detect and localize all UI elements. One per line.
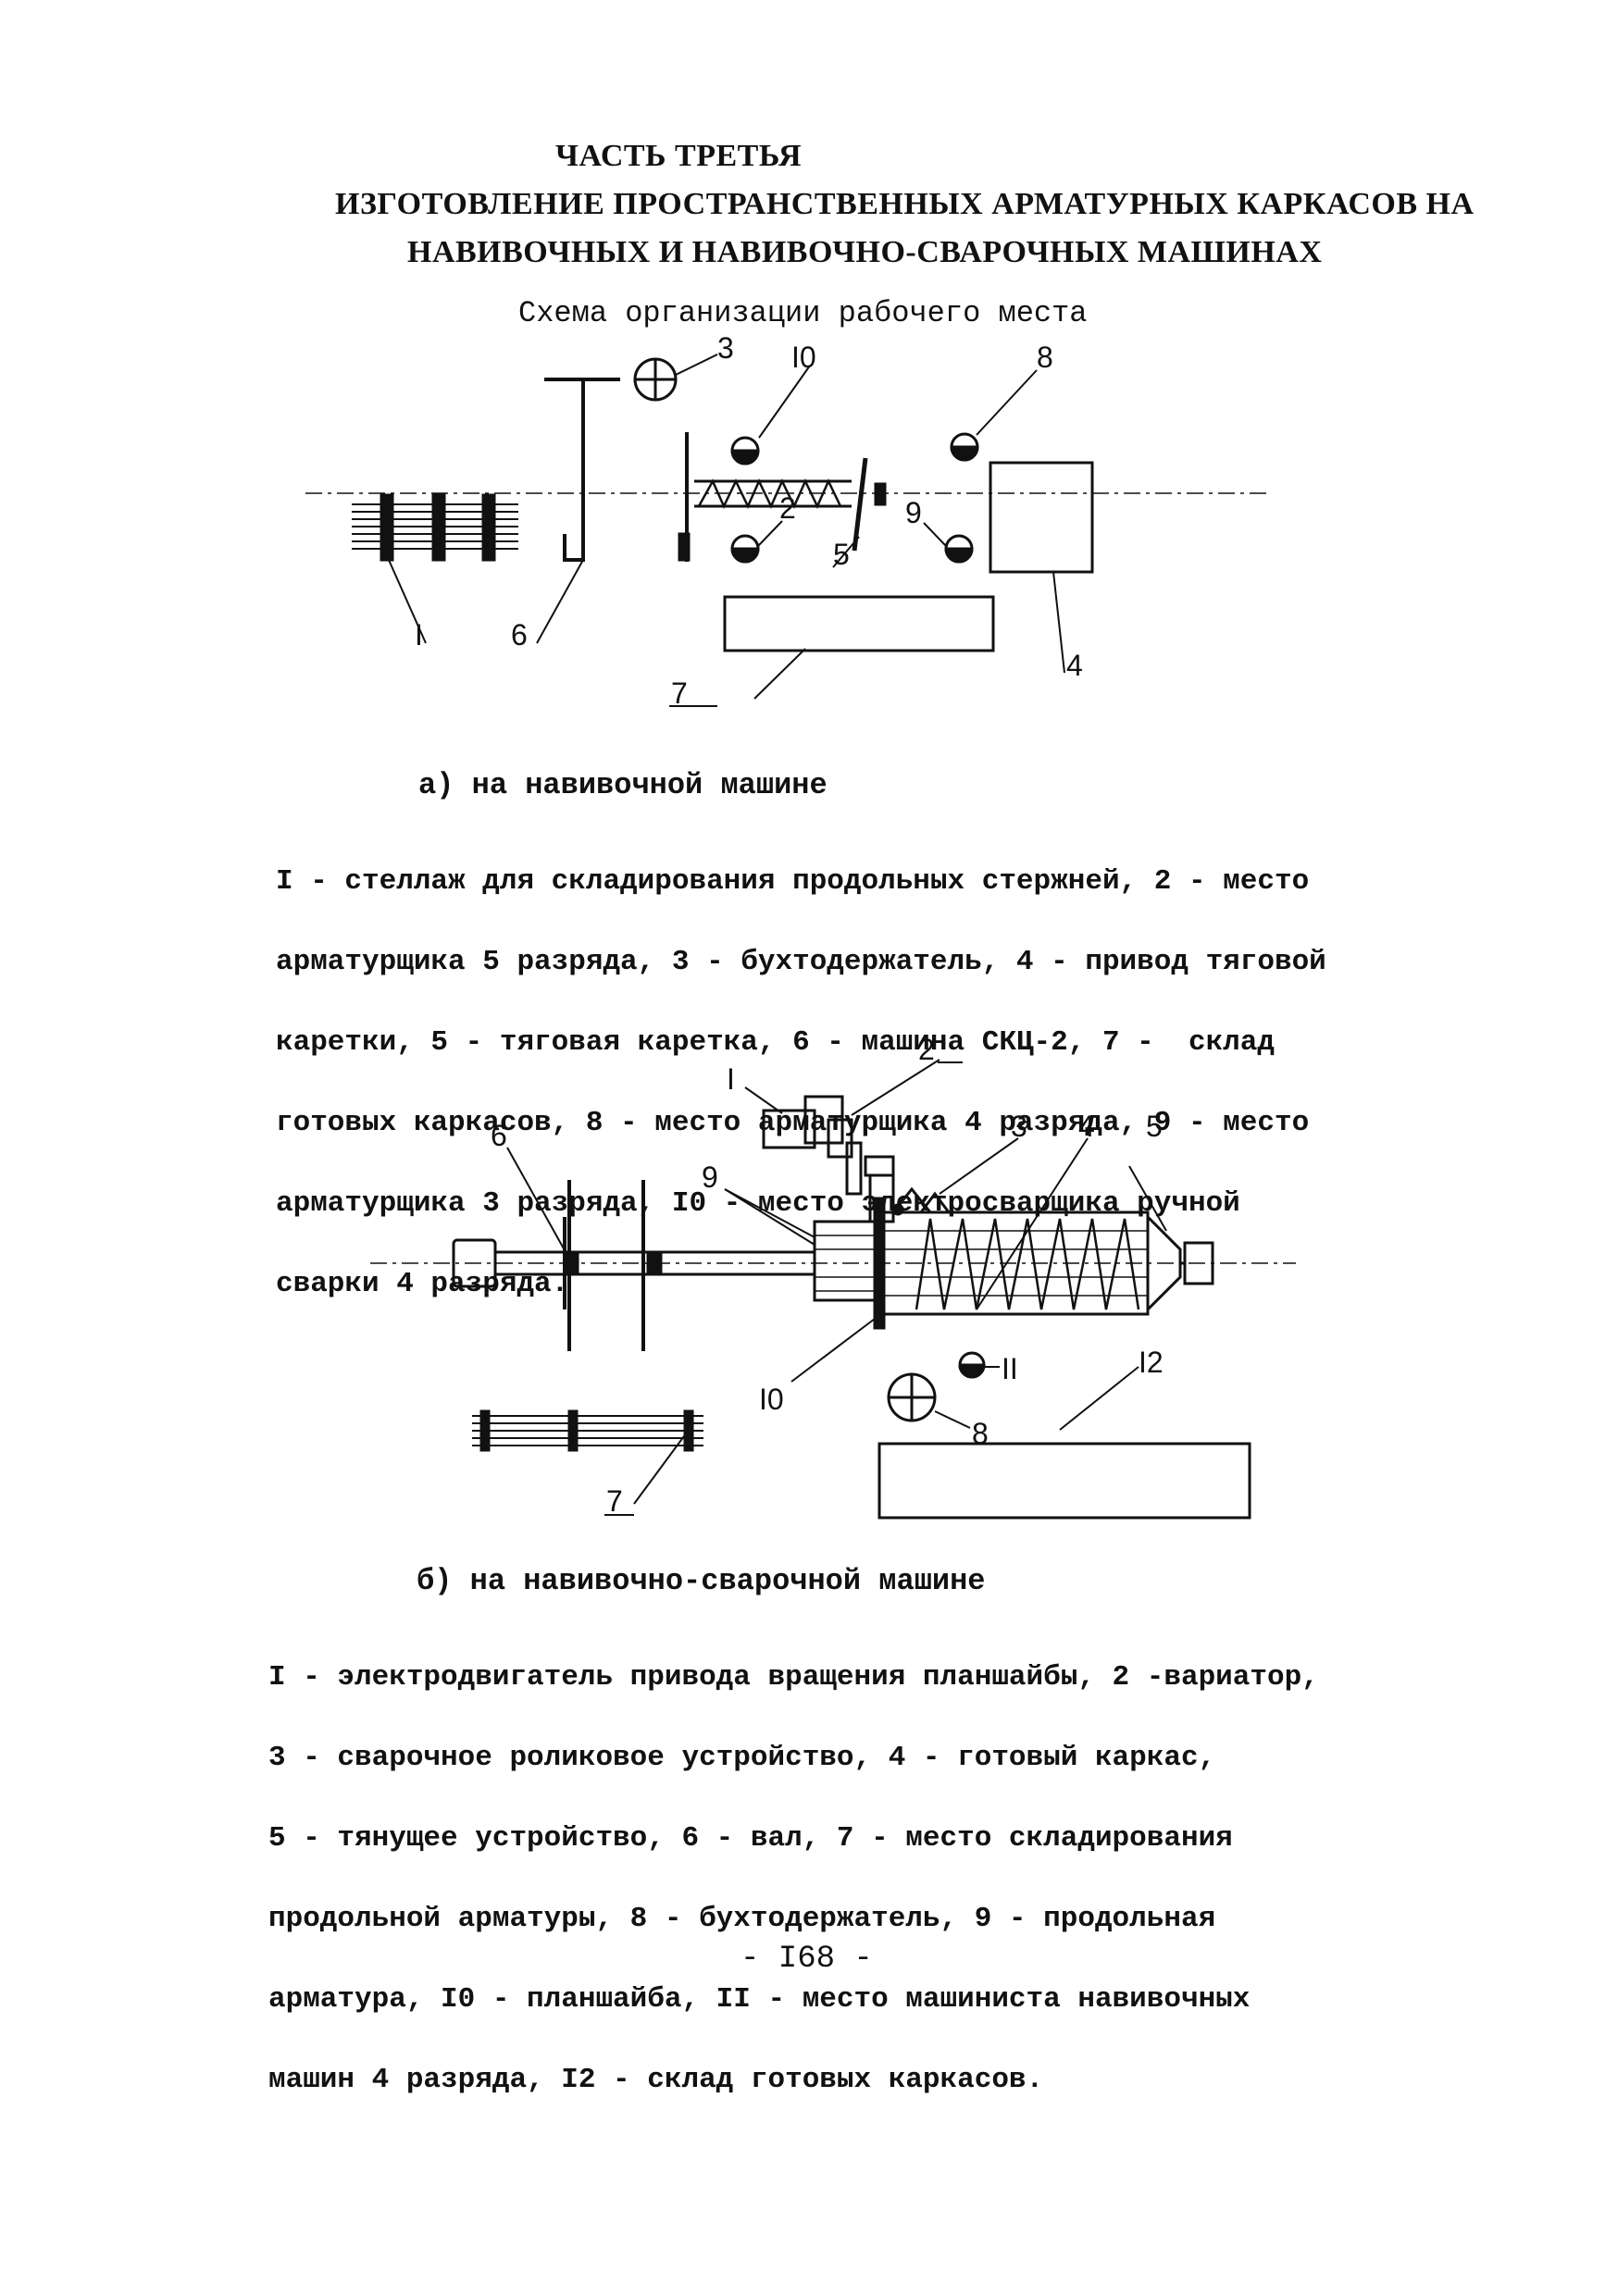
- figure-b-cage-storage: [877, 1442, 1251, 1520]
- figure-b-label-7: 9: [702, 1160, 718, 1194]
- figure-b-coil-holder: [887, 1372, 937, 1422]
- figure-b-worker-11: [958, 1351, 986, 1379]
- figure-b-label-2: 2: [918, 1033, 935, 1066]
- figure-b-shaft: [452, 1180, 815, 1351]
- figure-a-worker-2: [730, 534, 760, 564]
- figure-a-label-9: 7: [671, 676, 688, 710]
- figure-a-label-8: 6: [511, 618, 528, 652]
- figure-b-legend: I - электродвигатель привода вращения пл…: [268, 1610, 1319, 2120]
- figure-b-label-9: II: [1002, 1352, 1018, 1385]
- figure-a-worker-9: [944, 534, 974, 564]
- figure-b-legend-line: 5 - тянущее устройство, 6 - вал, 7 - мес…: [268, 1822, 1233, 1855]
- figure-a-legend-line: арматурщика 5 разряда, 3 - бухтодержател…: [276, 946, 1326, 978]
- scheme-title: Схема организации рабочего места: [518, 296, 1088, 330]
- figure-a-legend-line: I - стеллаж для складирования продольных…: [276, 865, 1310, 898]
- figure-a-storage-placeholder: [420, 597, 684, 651]
- figure-b-label-11: I2: [1139, 1346, 1164, 1379]
- figure-b-legend-line: 3 - сварочное роликовое устройство, 4 - …: [268, 1742, 1216, 1774]
- figure-b-legend-line: арматура, I0 - планшайба, II - место маш…: [268, 1983, 1251, 2016]
- figure-b-label-10: 8: [972, 1417, 989, 1450]
- figure-a-worker-8: [950, 432, 979, 462]
- figure-a-machine-skc2: [544, 378, 620, 562]
- figure-b-faceplate: [813, 1197, 886, 1330]
- figure-a-worker-10: [730, 436, 760, 465]
- figure-b-pulling-device: [1146, 1215, 1214, 1311]
- figure-a-rack-stellazh: [352, 493, 518, 562]
- figure-a-carriage-drive: [989, 461, 1094, 574]
- main-title-line-2: НАВИВОЧНЫХ И НАВИВОЧНО-СВАРОЧНЫХ МАШИНАХ: [407, 235, 1323, 269]
- figure-b-label-6: 6: [491, 1119, 507, 1152]
- figure-a-label-4: 2: [779, 491, 796, 525]
- figure-b-caption: б) на навивочно-сварочной машине: [417, 1564, 986, 1598]
- figure-a-legend-line: каретки, 5 - тяговая каретка, 6 - машина…: [276, 1026, 1275, 1059]
- figure-b-variator: [827, 1118, 895, 1223]
- figure-a-label-6: 9: [905, 496, 922, 529]
- figure-b-rod-storage: [472, 1409, 703, 1452]
- figure-a-label-3: 8: [1037, 341, 1053, 374]
- figure-b-label-12: 7: [606, 1484, 623, 1518]
- part-title: ЧАСТЬ ТРЕТЬЯ: [555, 139, 803, 173]
- figure-b-finished-cage: [882, 1210, 1150, 1316]
- figure-b-label-3: 3: [1011, 1110, 1027, 1143]
- figure-a-coil-holder: [633, 357, 678, 402]
- figure-a-label-7: I: [415, 618, 423, 652]
- figure-a-label-5: 5: [833, 538, 850, 571]
- figure-a-legend-line: готовых каркасов, 8 - место арматурщика …: [276, 1107, 1310, 1139]
- figure-b-legend-line: машин 4 разряда, I2 - склад готовых карк…: [268, 2064, 1044, 2096]
- main-title-line-1: ИЗГОТОВЛЕНИЕ ПРОСТРАНСТВЕННЫХ АРМАТУРНЫХ…: [335, 187, 1475, 221]
- figure-b-diagram: I 2 3 4 5 6 9 I0 II 8 I2 7: [370, 1033, 1296, 1520]
- figure-a-diagram: 3 I0 8 2 5 9 I 6 7 4: [305, 331, 1268, 710]
- figure-a-label-10: 4: [1066, 649, 1083, 682]
- page-number: - I68 -: [741, 1942, 873, 1977]
- figure-a-winding: [694, 478, 852, 509]
- figure-b-label-5: 5: [1146, 1110, 1163, 1143]
- figure-a-caption: а) на навивочной машине: [418, 768, 828, 802]
- figure-b-legend-line: продольной арматуры, 8 - бухтодержатель,…: [268, 1903, 1216, 1935]
- figure-a-storage: [723, 595, 995, 652]
- figure-a-carriage: [852, 457, 868, 552]
- figure-a-label-2: I0: [791, 341, 816, 374]
- figure-b-motor: [762, 1095, 844, 1149]
- figure-b-label-4: 4: [1078, 1110, 1095, 1143]
- figure-a-label-1: 3: [717, 331, 734, 365]
- figure-b-label-1: I: [727, 1062, 735, 1096]
- figure-b-legend-line: I - электродвигатель привода вращения пл…: [268, 1661, 1319, 1694]
- figure-b-label-8: I0: [759, 1383, 784, 1416]
